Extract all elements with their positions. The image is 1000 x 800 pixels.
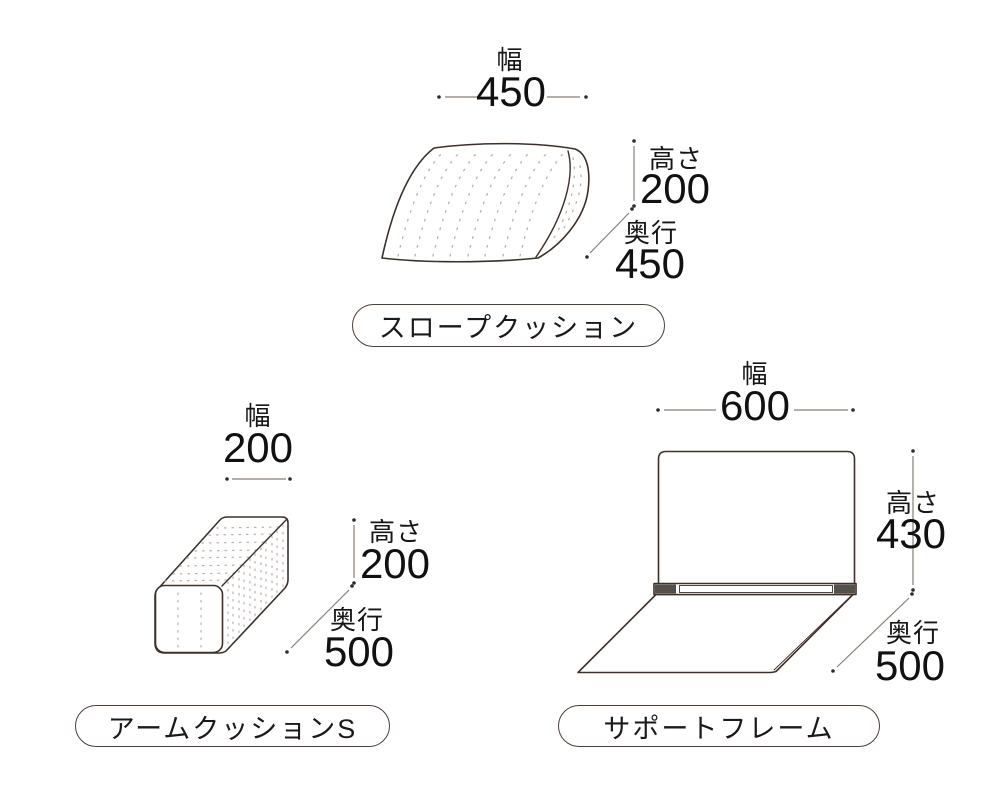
- slope-depth-value: 450: [614, 240, 686, 287]
- frame-depth-label: 奥行: [885, 618, 940, 648]
- slope-cushion-dimension-lines: [437, 95, 636, 259]
- slope-width-label: 幅: [496, 45, 524, 75]
- slope-cushion-name-pill: スロープクッション: [352, 304, 665, 347]
- frame-width-label: 幅: [741, 359, 769, 389]
- arm-depth-label: 奥行: [329, 605, 384, 635]
- arm-height-value: 200: [359, 540, 431, 587]
- arm-depth-value: 500: [323, 628, 395, 675]
- frame-depth-value: 500: [874, 642, 946, 689]
- arm-cushion-dimension-lines: [225, 477, 356, 654]
- slope-height-value: 200: [639, 165, 711, 212]
- arm-width-label: 幅: [244, 401, 272, 431]
- support-frame-drawing: [577, 450, 857, 674]
- arm-cushion-drawing: [154, 516, 289, 654]
- slope-depth-label: 奥行: [623, 218, 678, 248]
- support-frame-dimension-lines: [656, 408, 915, 673]
- arm-height-label: 高さ: [368, 517, 423, 547]
- arm-width-value: 200: [222, 424, 294, 471]
- frame-height-label: 高さ: [885, 488, 940, 518]
- support-frame-name-pill: サポートフレーム: [558, 705, 880, 747]
- slope-cushion-drawing: [381, 142, 590, 263]
- arm-cushion-name: アームクッションS: [107, 713, 358, 744]
- frame-width-value: 600: [719, 382, 791, 429]
- slope-cushion-name: スロープクッション: [378, 313, 639, 343]
- slope-width-value: 450: [475, 68, 547, 115]
- support-frame-name: サポートフレーム: [603, 713, 835, 744]
- slope-height-label: 高さ: [648, 144, 703, 174]
- frame-height-value: 430: [875, 510, 947, 557]
- arm-cushion-name-pill: アームクッションS: [75, 705, 390, 747]
